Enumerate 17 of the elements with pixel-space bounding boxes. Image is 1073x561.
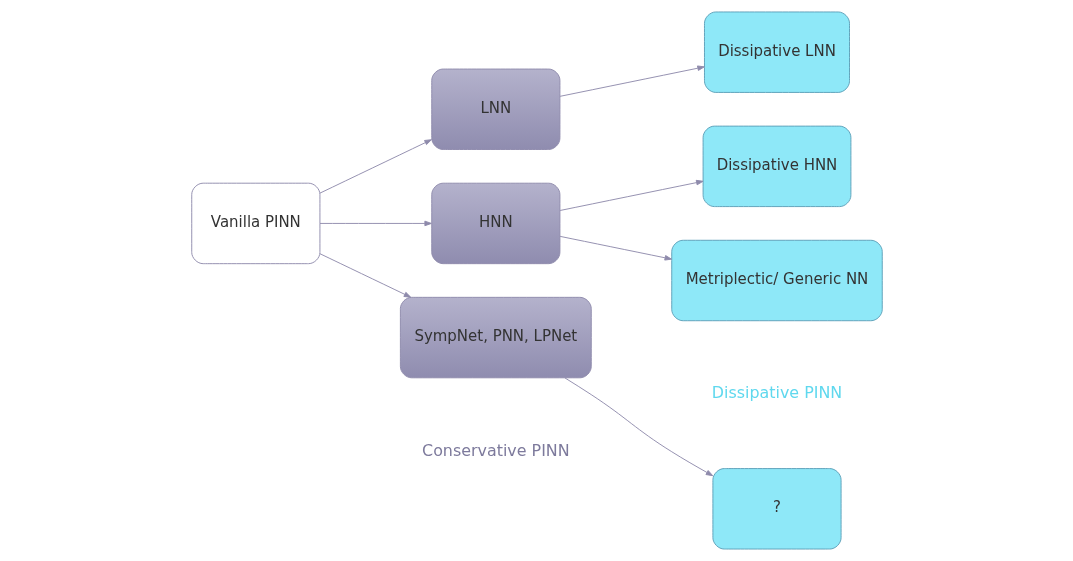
node-box: Metriplectic/ Generic NN	[670, 239, 883, 322]
node-box: Dissipative HNN	[702, 125, 851, 208]
node-box: Dissipative LNN	[703, 11, 850, 93]
node-box: Vanilla PINN	[190, 182, 320, 265]
node-box: SympNet, PNN, LPNet	[399, 296, 592, 379]
node-box: LNN	[430, 68, 560, 150]
arrow	[563, 377, 713, 477]
arrow	[319, 220, 432, 227]
label: Dissipative PINN	[711, 383, 842, 403]
node-box: HNN	[430, 182, 560, 265]
arrow	[559, 65, 705, 97]
arrow	[559, 179, 704, 211]
arrow	[319, 139, 432, 194]
arrow	[319, 253, 411, 298]
label: Conservative PINN	[421, 440, 570, 460]
arrow	[559, 235, 672, 261]
node-box: ?	[711, 468, 842, 550]
